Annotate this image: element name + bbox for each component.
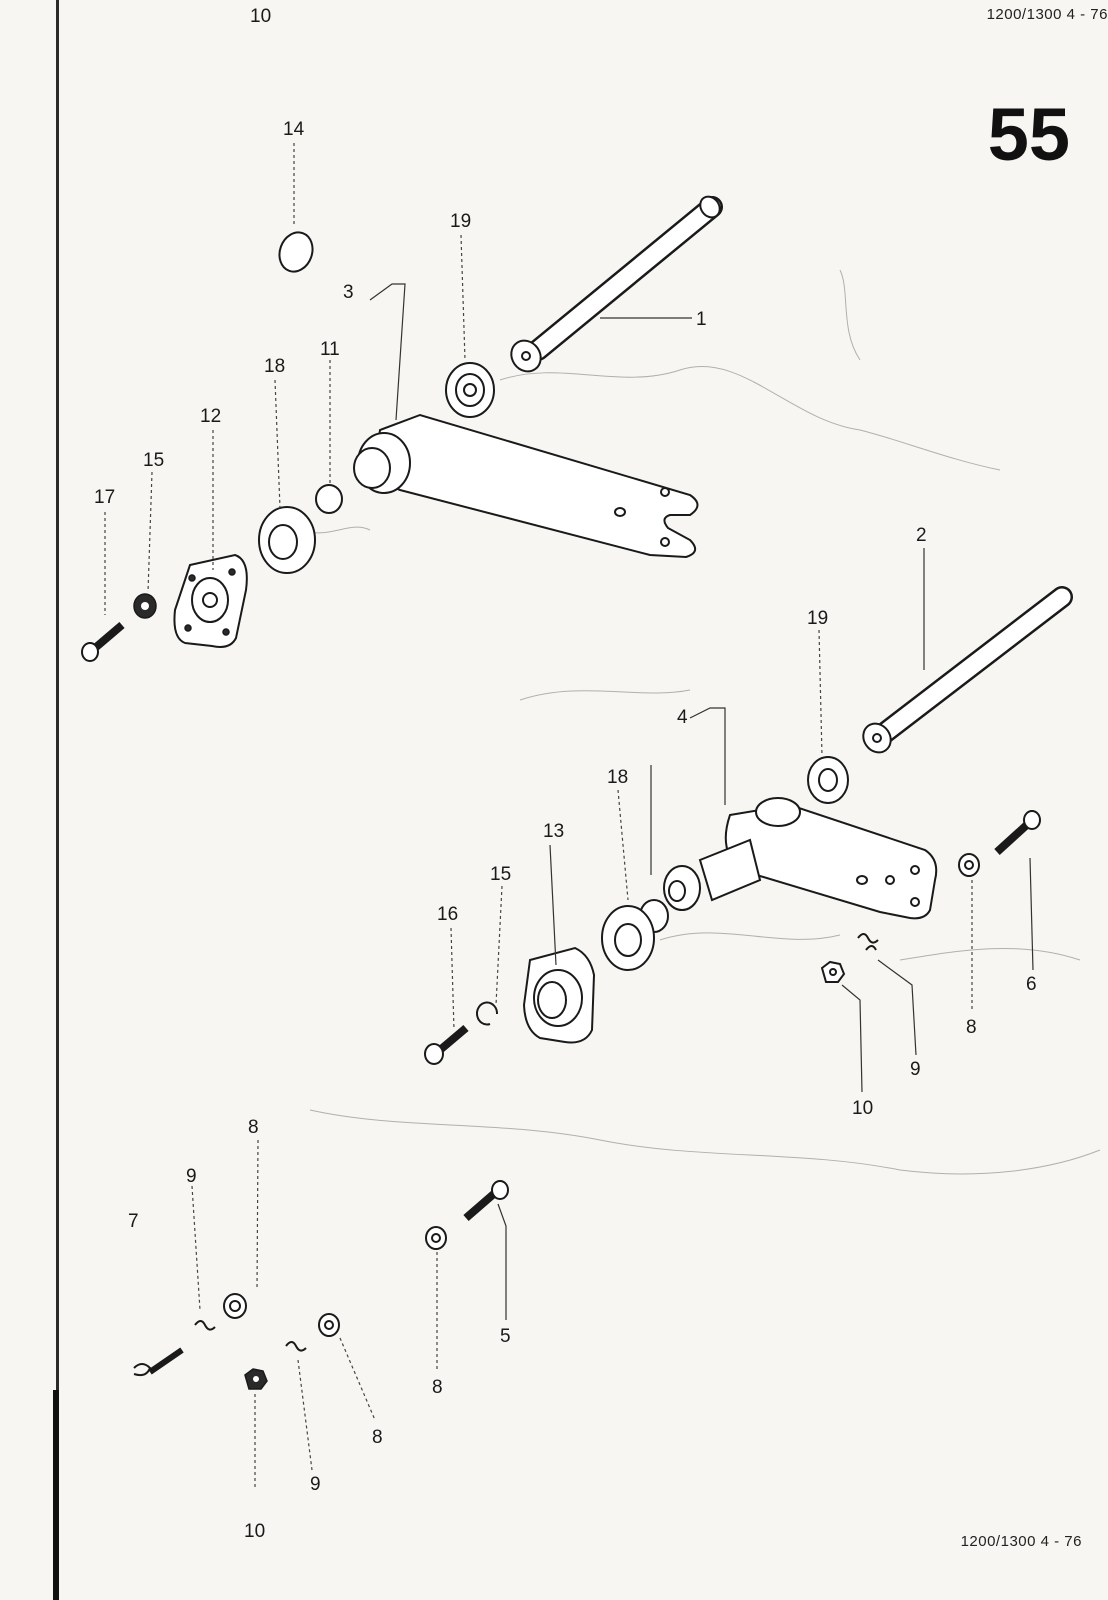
callout-numbers: 1 2 3 4 5 6 7 8 8 8 8 9 9 9 10 10 10 11 … (94, 6, 1037, 1542)
part-14-cap (278, 231, 314, 273)
part-18-bearing-lower (601, 899, 669, 971)
part-15-circlip (476, 1001, 499, 1026)
part-10-nut-right (820, 960, 846, 983)
callout-3: 3 (343, 282, 354, 303)
part-8-washer-bottom-b (223, 1293, 247, 1319)
callout-6: 6 (1026, 974, 1037, 995)
part-9-spring-washer-right (857, 933, 879, 951)
part-19-nut-upper (445, 362, 495, 418)
callout-15-lower: 15 (490, 864, 511, 885)
callout-18-lower: 18 (607, 767, 628, 788)
part-19-nut-lower (807, 756, 849, 804)
callout-18-upper: 18 (264, 356, 285, 377)
part-16-bolt (424, 1024, 469, 1065)
part-1-torsion-bar (510, 195, 723, 373)
callout-8-bottom-top: 8 (248, 1117, 259, 1138)
part-9-spring-washer-bottom-a (194, 1320, 216, 1331)
part-13-cover-plate (522, 946, 596, 1044)
part-11-washer (315, 484, 343, 514)
callout-10-bottom: 10 (244, 1521, 265, 1542)
callout-13: 13 (543, 821, 564, 842)
part-15-nut-upper (133, 593, 157, 619)
callout-4: 4 (677, 707, 688, 728)
part-10-nut-bottom (244, 1368, 268, 1390)
part-4-trailing-arm-lower (663, 797, 938, 920)
part-2-torsion-bar (862, 586, 1073, 754)
callout-5: 5 (500, 1326, 511, 1347)
callout-8-right: 8 (966, 1017, 977, 1038)
leader-lines (104, 143, 1034, 1490)
callout-17: 17 (94, 487, 115, 508)
callout-8-bottom-mid: 8 (432, 1377, 443, 1398)
callout-7: 7 (128, 1211, 139, 1232)
callout-16: 16 (437, 904, 458, 925)
callout-1: 1 (696, 309, 707, 330)
part-12-cover-plate (173, 553, 248, 648)
callout-2: 2 (916, 525, 927, 546)
binding-edge (56, 0, 59, 1600)
part-17-bolt (81, 621, 125, 662)
part-8-washer-right (958, 853, 980, 877)
callout-10-top: 10 (250, 6, 271, 27)
callout-9-right: 9 (910, 1059, 921, 1080)
part-18-bearing-upper (258, 506, 316, 574)
callout-12: 12 (200, 406, 221, 427)
callout-15-upper: 15 (143, 450, 164, 471)
part-8-washer-bottom-a (425, 1226, 447, 1250)
callout-19-lower: 19 (807, 608, 828, 629)
part-9-spring-washer-bottom-b (285, 1341, 307, 1352)
part-8-washer-bottom-c (318, 1313, 340, 1337)
callout-9-bottom-low: 9 (310, 1474, 321, 1495)
page-number: 55 (987, 93, 1070, 176)
callout-10-right: 10 (852, 1098, 873, 1119)
callout-9-bottom-top: 9 (186, 1166, 197, 1187)
binding-edge-shadow (53, 1390, 59, 1600)
scan-noise (299, 269, 1101, 1175)
part-3-trailing-arm-upper (353, 413, 699, 559)
callout-11: 11 (320, 339, 340, 360)
part-5-bolt (463, 1180, 509, 1222)
callout-14: 14 (283, 119, 305, 140)
part-7-wrench (133, 1347, 184, 1377)
header-model-code: 1200/1300 4 - 76 (986, 6, 1108, 23)
part-6-bolt (994, 810, 1041, 855)
footer-model-code: 1200/1300 4 - 76 (960, 1533, 1082, 1550)
callout-19-upper: 19 (450, 211, 471, 232)
callout-8-bottom-low: 8 (372, 1427, 383, 1448)
